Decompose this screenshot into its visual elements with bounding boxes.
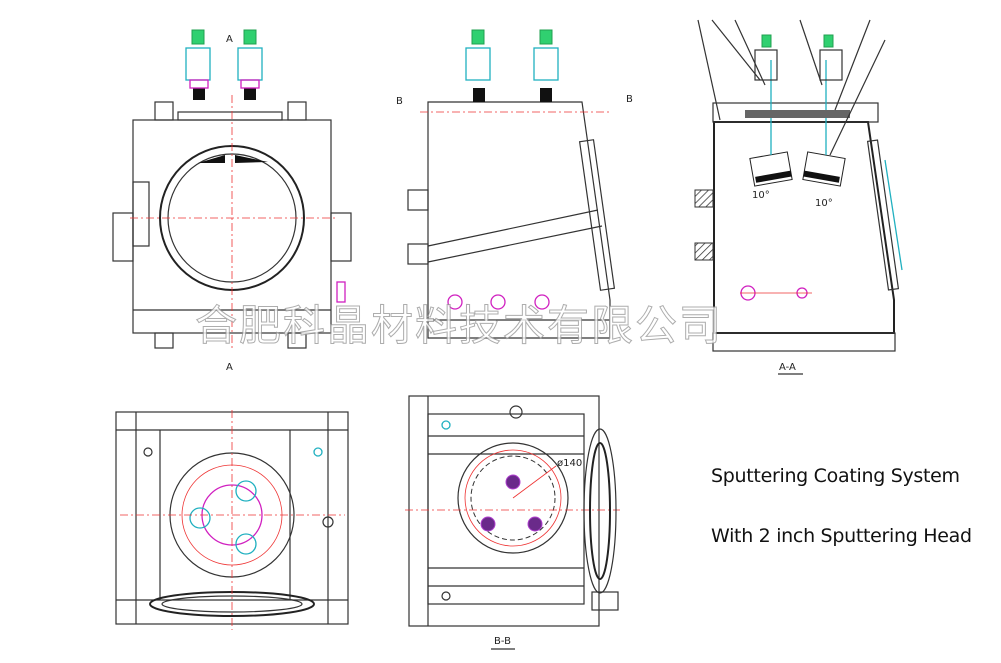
sputter-head-left [185,29,211,100]
diameter-label: ø140 [557,458,582,469]
section-marker-b-right: B [626,94,633,105]
section-marker-a-top: A [226,34,233,45]
section-bb-view: ø140 B-B [405,395,620,650]
watermark: 合肥科晶材料技术有限公司 [195,301,723,350]
caption-title: Sputtering Coating System [711,465,960,487]
angle-label-right: 10° [815,198,833,209]
front-view: A A [112,29,352,373]
caption-subtitle: With 2 inch Sputtering Head [711,525,972,547]
section-aa-title: A-A [779,362,796,373]
section-bb-title: B-B [494,636,511,647]
top-view [115,410,349,630]
angle-label-left: 10° [752,190,770,201]
section-marker-b-left: B [396,96,403,107]
section-marker-a-bottom: A [226,362,233,373]
side-view: B B [396,29,633,339]
section-aa-view: 10° 10° A-A [694,19,903,375]
sputter-head-right [237,29,263,100]
